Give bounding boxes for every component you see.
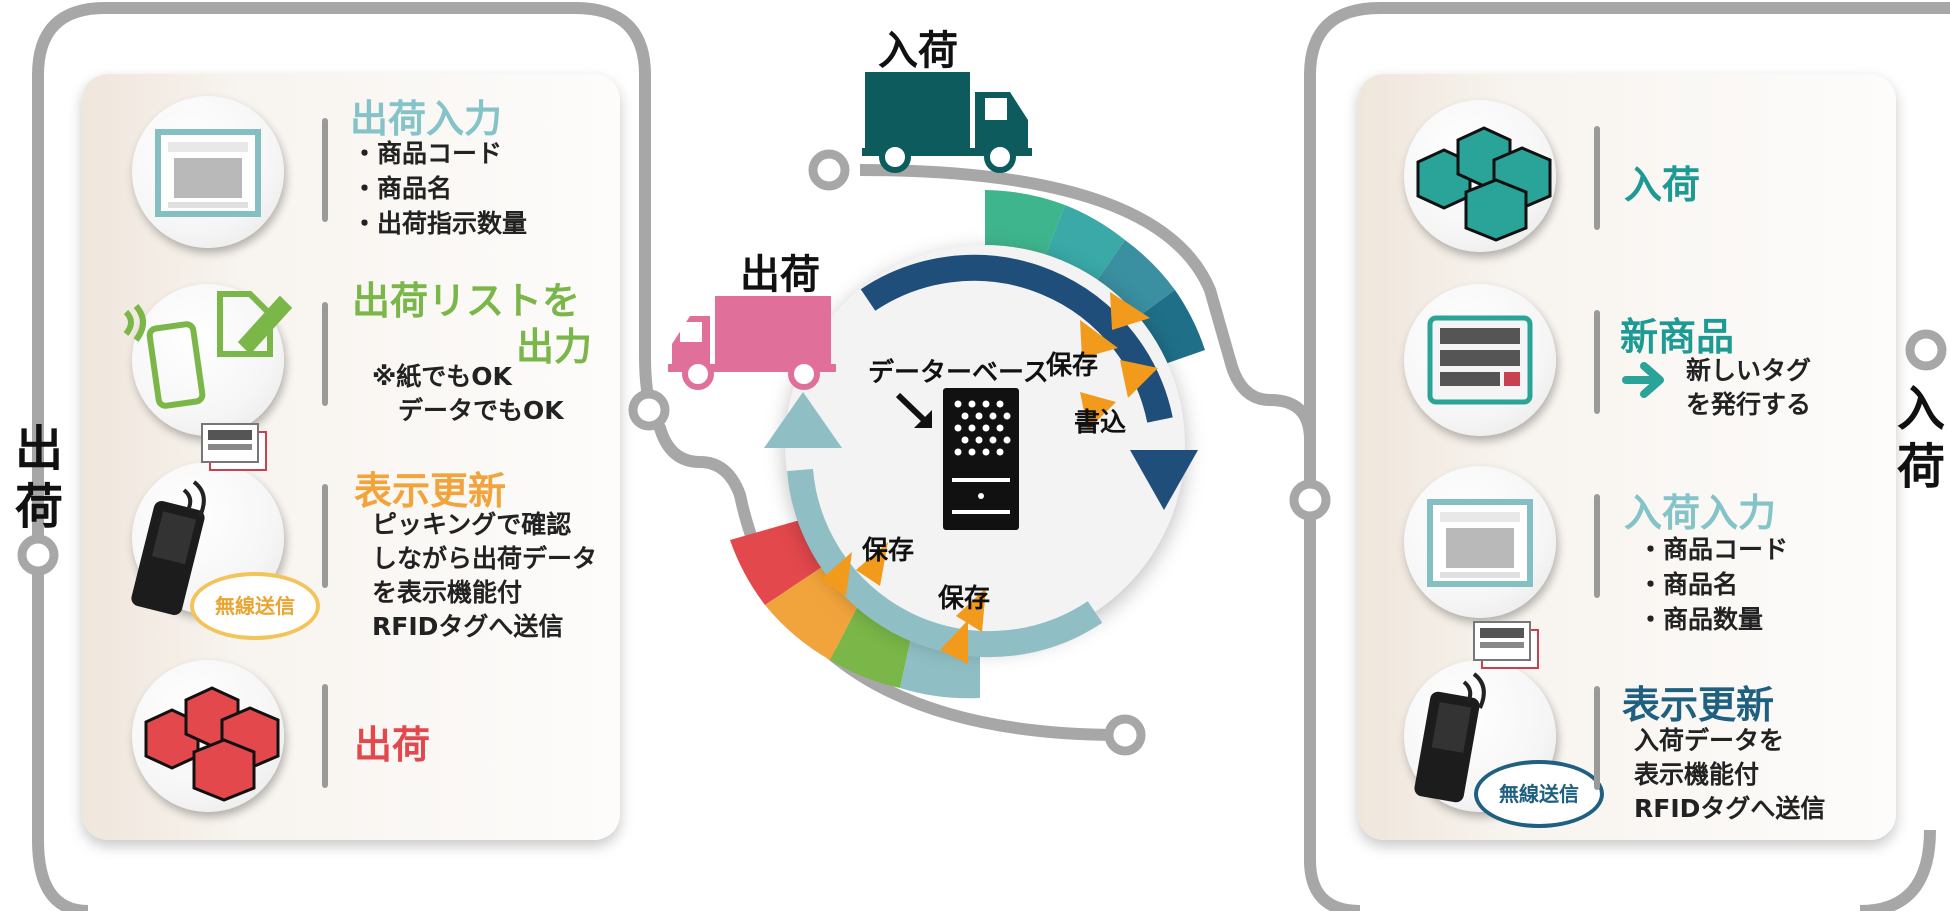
display-update-line: RFIDタグへ送信 [1634, 794, 1826, 823]
display-update-line: しながら出荷データ [372, 544, 598, 573]
receiving-panel: 入荷 新商品 新しいタグ を発行する 入荷入力 商品コード 商品名 商品数量 [1358, 74, 1896, 840]
side-label-right: 入荷 [1896, 381, 1945, 495]
circle-list-output [123, 284, 293, 436]
smartphone-icon [123, 304, 206, 409]
arrow-up-icon [764, 392, 842, 448]
step-title-list-output-1: 出荷リストを [352, 279, 581, 323]
rfid-tag-icon [201, 423, 267, 471]
truck-ship-label: 出荷 [740, 252, 820, 298]
new-product-line: を発行する [1686, 390, 1812, 419]
step-title-new-product: 新商品 [1620, 315, 1735, 359]
display-update-line: 表示機能付 [1634, 760, 1760, 789]
receiving-input-items: 商品コード 商品名 商品数量 [1638, 532, 1788, 637]
display-update-line: ピッキングで確認 [372, 510, 572, 539]
list-item: 商品名 [352, 171, 527, 206]
handheld-terminal-icon [1414, 672, 1486, 803]
display-update-line: を表示機能付 [372, 578, 523, 607]
step-divider [1594, 126, 1600, 230]
circle-display-update: 無線送信 [131, 423, 320, 640]
arrow-down-right-icon [914, 410, 932, 428]
tag-save-top: 保存 [1046, 351, 1099, 381]
database-server-icon [943, 388, 1019, 530]
tag-save-bottom: 保存 [938, 584, 991, 614]
step-title-shipping-input: 出荷入力 [350, 97, 503, 141]
note-paper-ok: ※紙でもOK [372, 362, 512, 391]
step-title-display-update: 表示更新 [354, 469, 507, 513]
tag-save-left: 保存 [862, 536, 915, 566]
truck-receive-label: 入荷 [878, 28, 958, 74]
track-node [1104, 714, 1146, 756]
list-item: 商品コード [352, 136, 527, 171]
new-product-line: 新しいタグ [1686, 356, 1812, 385]
database-label: データーベース [868, 358, 1049, 388]
pc-screen-icon [1404, 466, 1556, 618]
step-divider [322, 684, 328, 788]
rfid-tag-icon [1473, 621, 1539, 669]
list-item: 商品数量 [1638, 602, 1788, 637]
track-node [1289, 479, 1331, 521]
truck-icon [862, 72, 1032, 173]
step-divider [1594, 310, 1600, 414]
list-item: 出荷指示数量 [352, 206, 527, 241]
track-node [808, 149, 850, 191]
arrow-down-icon [1130, 450, 1198, 510]
circle-display-update: 無線送信 [1404, 621, 1604, 828]
document-pen-icon [217, 291, 293, 357]
box-stack-icon [132, 660, 284, 812]
step-divider [322, 302, 328, 406]
box-stack-icon [1404, 100, 1556, 252]
wireless-send-bubble: 無線送信 [190, 572, 320, 640]
rfid-tag-icon [1404, 284, 1556, 436]
truck-icon [668, 296, 836, 390]
step-divider [1594, 494, 1600, 598]
step-title-shipping: 出荷 [354, 723, 431, 767]
step-title-receiving: 入荷 [1624, 163, 1701, 207]
step-title-display-update: 表示更新 [1622, 683, 1775, 727]
shipping-panel: 出荷入力 商品コード 商品名 出荷指示数量 出荷リストを 出力 ※紙でもOK デ… [82, 74, 620, 840]
list-item: 商品コード [1638, 532, 1788, 567]
track-node [17, 534, 59, 576]
wireless-send-bubble: 無線送信 [1474, 760, 1604, 828]
step-divider [322, 118, 328, 222]
display-update-line: RFIDタグへ送信 [372, 612, 564, 641]
display-update-line: 入荷データを [1634, 726, 1785, 755]
step-title-receiving-input: 入荷入力 [1624, 491, 1777, 535]
note-data-ok: データでもOK [398, 396, 564, 425]
orange-arrows [820, 292, 1158, 664]
track-node [1905, 329, 1947, 371]
step-divider [322, 484, 328, 588]
track-node [628, 389, 670, 431]
arrow-right-icon [1622, 362, 1664, 398]
handheld-terminal-icon [131, 480, 206, 615]
side-label-left: 出荷 [14, 421, 63, 535]
step-title-list-output-2: 出力 [516, 325, 593, 369]
pc-screen-icon [132, 96, 284, 248]
step-divider [1594, 686, 1600, 790]
list-item: 商品名 [1638, 567, 1788, 602]
shipping-input-items: 商品コード 商品名 出荷指示数量 [352, 136, 527, 241]
tag-write: 書込 [1074, 408, 1127, 438]
